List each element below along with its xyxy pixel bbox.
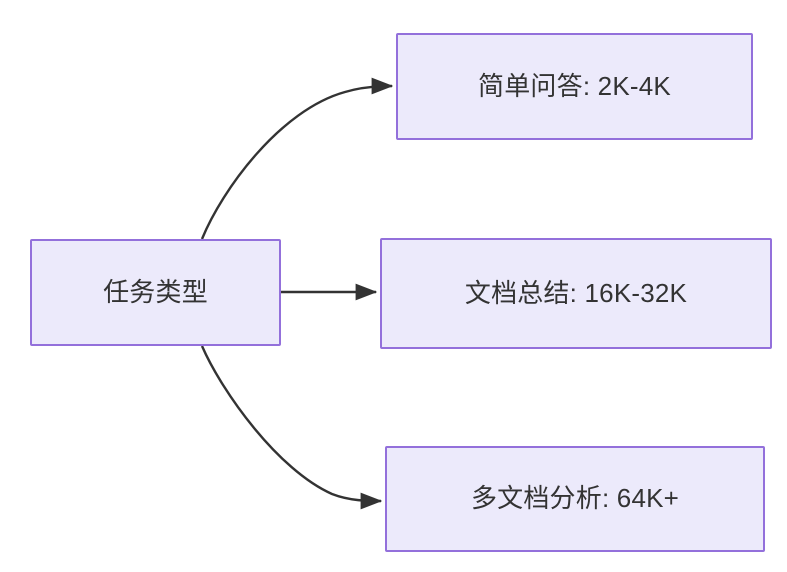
node-doc-summary[interactable]: 文档总结: 16K-32K bbox=[380, 238, 772, 349]
node-simple-qa-label: 简单问答: 2K-4K bbox=[478, 70, 671, 101]
edge-task-type-to-simple-qa bbox=[200, 77, 394, 240]
node-multi-doc[interactable]: 多文档分析: 64K+ bbox=[385, 446, 765, 552]
node-multi-doc-label: 多文档分析: 64K+ bbox=[470, 483, 680, 514]
node-doc-summary-label: 文档总结: 16K-32K bbox=[464, 277, 688, 308]
node-task-type[interactable]: 任务类型 bbox=[30, 239, 281, 346]
edge-task-type-to-multi-doc bbox=[200, 345, 383, 510]
node-task-type-label: 任务类型 bbox=[103, 276, 208, 307]
node-simple-qa[interactable]: 简单问答: 2K-4K bbox=[396, 33, 753, 140]
